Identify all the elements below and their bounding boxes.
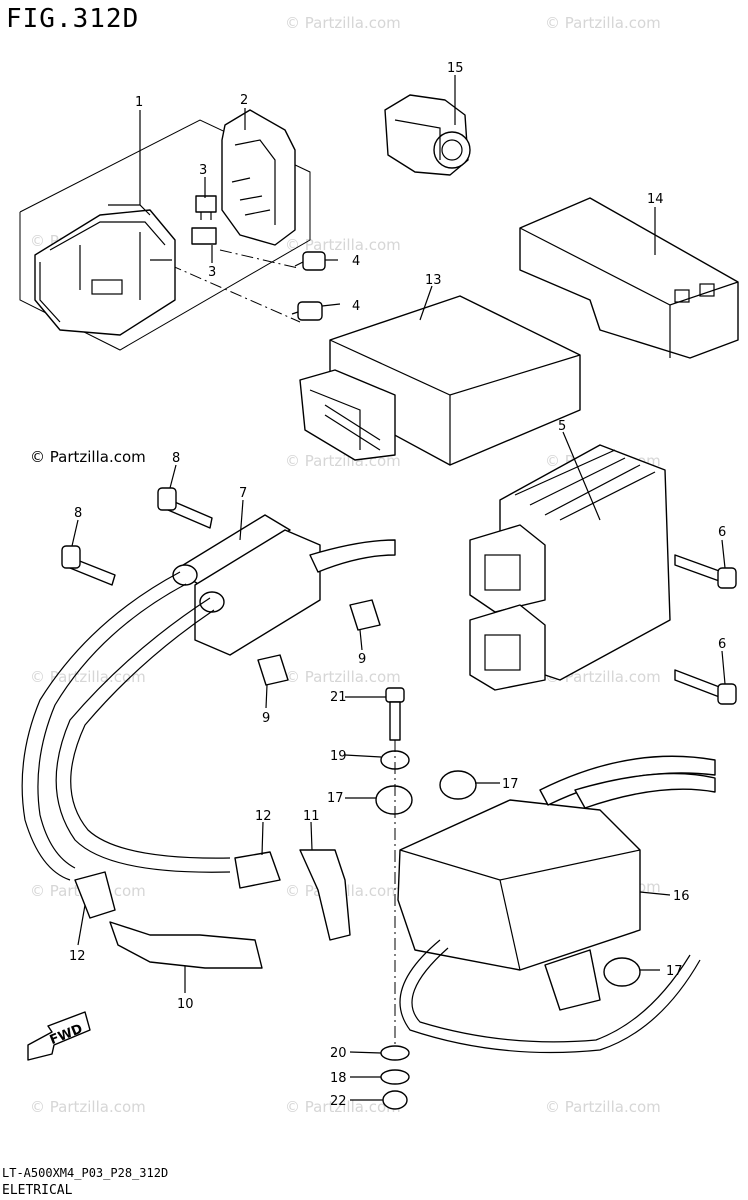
relay-assembly-outline <box>19 119 311 351</box>
callout-1: 1 <box>135 95 143 110</box>
watermark: © Partzilla.com <box>285 14 401 32</box>
ignition-coil <box>172 514 396 656</box>
screw <box>674 554 737 705</box>
collar <box>257 599 381 686</box>
fwd-arrow-icon: FWD <box>27 1011 91 1061</box>
control-unit <box>397 755 716 1054</box>
callout-labels: 1 2 3 3 4 4 5 6 6 7 8 8 9 9 10 11 12 12 … <box>69 61 726 1109</box>
watermark: © Partzilla.com <box>285 1098 401 1116</box>
callout-6: 6 <box>718 525 726 540</box>
watermark: © Partzilla.com <box>545 14 661 32</box>
bolt <box>291 251 326 321</box>
callout-15: 15 <box>447 61 464 76</box>
grommet <box>375 750 641 1110</box>
callout-18: 18 <box>330 1071 347 1086</box>
section-title: ELETRICAL <box>2 1183 73 1198</box>
relay-cover <box>221 109 296 246</box>
bolt <box>61 487 213 586</box>
callout-4: 4 <box>352 299 360 314</box>
figure-title: FIG.312D <box>6 4 140 34</box>
relay-housing <box>34 204 176 336</box>
connector <box>384 94 471 176</box>
callout-20: 20 <box>330 1046 347 1061</box>
callout-7: 7 <box>239 486 247 501</box>
high-tension-cord <box>21 571 231 881</box>
callout-11: 11 <box>303 809 320 824</box>
plug-cap <box>74 849 351 969</box>
watermark: © Partzilla.com <box>30 1098 146 1116</box>
watermark: © Partzilla.com <box>285 668 401 686</box>
callout-9: 9 <box>262 711 270 726</box>
watermark: © Partzilla.com <box>285 236 401 254</box>
callout-12: 12 <box>69 949 86 964</box>
fuse <box>191 195 217 245</box>
ecm-bracket <box>519 197 739 359</box>
callout-16: 16 <box>673 889 690 904</box>
callout-3: 3 <box>208 265 216 280</box>
leader-lines <box>71 75 726 1101</box>
callout-2: 2 <box>240 93 248 108</box>
callout-8: 8 <box>172 451 180 466</box>
callout-21: 21 <box>330 690 347 705</box>
callout-10: 10 <box>177 997 194 1012</box>
watermark: © Partzilla.com <box>545 1098 661 1116</box>
callout-13: 13 <box>425 273 442 288</box>
callout-17: 17 <box>666 964 683 979</box>
callout-3: 3 <box>199 163 207 178</box>
regulator <box>469 444 671 691</box>
callout-5: 5 <box>558 419 566 434</box>
callout-14: 14 <box>647 192 664 207</box>
callout-19: 19 <box>330 749 347 764</box>
callout-4: 4 <box>352 254 360 269</box>
callout-9: 9 <box>358 652 366 667</box>
callout-8: 8 <box>74 506 82 521</box>
ecm-box <box>299 295 581 466</box>
drawing-code: LT-A500XM4_P03_P28_312D <box>2 1166 169 1180</box>
copyright-notice: © Partzilla.com <box>30 448 146 466</box>
callout-17: 17 <box>327 791 344 806</box>
callout-6: 6 <box>718 637 726 652</box>
callout-17: 17 <box>502 777 519 792</box>
callout-12: 12 <box>255 809 272 824</box>
bolt <box>385 687 405 741</box>
callout-22: 22 <box>330 1094 347 1109</box>
